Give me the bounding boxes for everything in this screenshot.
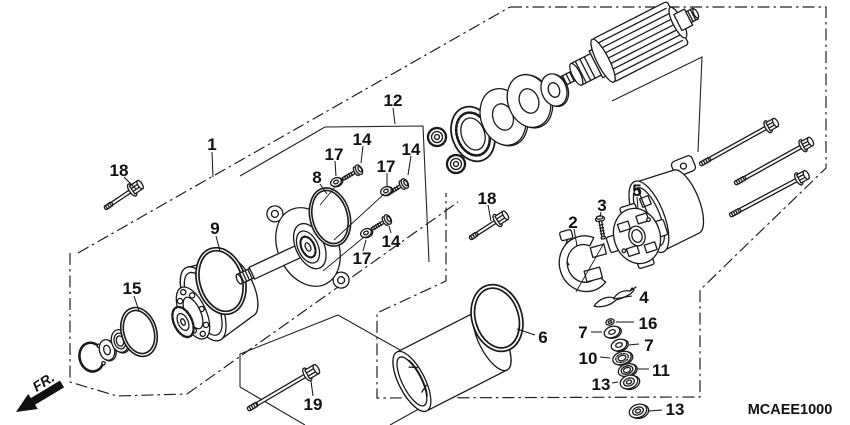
part-armature	[558, 1, 700, 87]
leader-line-14	[388, 225, 392, 234]
callout-label-16: 16	[639, 314, 658, 333]
callout-label-12: 12	[384, 91, 403, 110]
leader-line-12	[392, 107, 396, 125]
callout-label-3: 3	[597, 196, 606, 215]
assembly-lines	[319, 186, 605, 293]
boundary-lines	[69, 6, 827, 425]
leader-line-5	[636, 196, 639, 210]
callout-label-5: 5	[632, 181, 641, 200]
part-pinion-gear	[171, 305, 195, 339]
outline-top-right	[376, 6, 827, 399]
leader-line-2	[573, 228, 578, 247]
part-nut-13-a	[619, 374, 641, 391]
callout-label-11: 11	[652, 361, 670, 380]
leader-line-10	[599, 356, 611, 359]
leader-line-4	[612, 295, 633, 300]
callout-label-4: 4	[639, 288, 649, 307]
leader-line-14	[360, 145, 364, 164]
part-through-bolt-3	[726, 167, 813, 223]
callout-label-13: 13	[592, 375, 611, 394]
leader-line-15	[133, 295, 140, 312]
callout-label-17: 17	[353, 249, 372, 268]
leader-line-17	[334, 160, 337, 177]
part-brush-holder	[558, 229, 608, 293]
callout-label-19: 19	[304, 395, 323, 414]
callout-label-1: 1	[207, 135, 216, 154]
leader-lines	[123, 107, 663, 412]
leader-line-18	[487, 204, 492, 222]
callout-label-8: 8	[312, 168, 321, 187]
callout-label-15: 15	[123, 279, 142, 298]
leader-line-14	[407, 155, 412, 176]
leader-line-19	[310, 380, 314, 397]
part-nut-13-b	[628, 403, 650, 420]
diagram-code: MCAEE1000	[748, 402, 833, 418]
part-washer-10	[612, 350, 634, 366]
part-planet-gear-2	[445, 153, 467, 175]
part-washer-7-b	[610, 338, 629, 352]
inner-diagonal	[186, 201, 459, 395]
callout-label-6: 6	[538, 328, 547, 347]
callout-label-2: 2	[568, 213, 577, 232]
part-screw-14-a	[339, 163, 365, 185]
outline-top-left-diagonal	[77, 6, 511, 254]
outline-left-edge	[69, 253, 188, 397]
part-oring-16	[605, 318, 615, 326]
callout-label-7: 7	[578, 323, 587, 342]
box-bolt-19-bottom	[239, 386, 306, 425]
leader-line-3	[599, 211, 602, 218]
callout-label-17: 17	[325, 145, 344, 164]
part-clip-4	[593, 286, 637, 308]
leader-line-1	[211, 151, 214, 178]
part-bolt-18-left	[100, 177, 147, 215]
callout-label-17: 17	[377, 157, 396, 176]
part-oring-15	[119, 306, 159, 358]
callout-label-13: 13	[666, 400, 685, 419]
leader-line-13	[648, 409, 663, 412]
leader-line-17	[362, 239, 367, 252]
leader-line-7	[628, 343, 640, 346]
box-through-bolts	[611, 56, 703, 153]
part-thrust-washer-3	[540, 73, 570, 108]
leader-line-6	[516, 328, 536, 336]
part-carrier-flange	[235, 205, 350, 289]
part-bolt-19	[246, 363, 321, 412]
leader-line-18	[123, 176, 137, 190]
callout-label-18: 18	[110, 161, 129, 180]
parts-layer	[78, 1, 817, 420]
fr-arrow-icon	[16, 380, 65, 412]
callout-label-14: 14	[382, 232, 401, 251]
box-group-12	[239, 125, 430, 263]
part-bolt-18-center	[465, 207, 512, 245]
callout-label-14: 14	[402, 140, 421, 159]
leader-line-8	[319, 183, 328, 195]
part-case-oring	[470, 283, 524, 353]
callout-labels: 1 12 18 17 14 17 14 8 9 15 18 2 3 5 4 16 7 7 10 11 13 13 14 17 1…	[110, 91, 685, 419]
part-brush-plate	[605, 202, 669, 270]
part-through-bolt-1	[696, 115, 782, 171]
callout-label-9: 9	[210, 219, 219, 238]
callout-label-10: 10	[579, 349, 598, 368]
callout-label-18: 18	[478, 189, 497, 208]
fr-direction: FR.	[16, 369, 65, 412]
leader-line-9	[215, 235, 221, 252]
part-planet-gear-1	[426, 126, 448, 148]
leader-line-13	[611, 381, 619, 384]
part-washer-7-a	[603, 325, 622, 339]
callout-label-7: 7	[644, 336, 653, 355]
part-screw-3	[594, 215, 607, 240]
callout-label-14: 14	[353, 130, 372, 149]
